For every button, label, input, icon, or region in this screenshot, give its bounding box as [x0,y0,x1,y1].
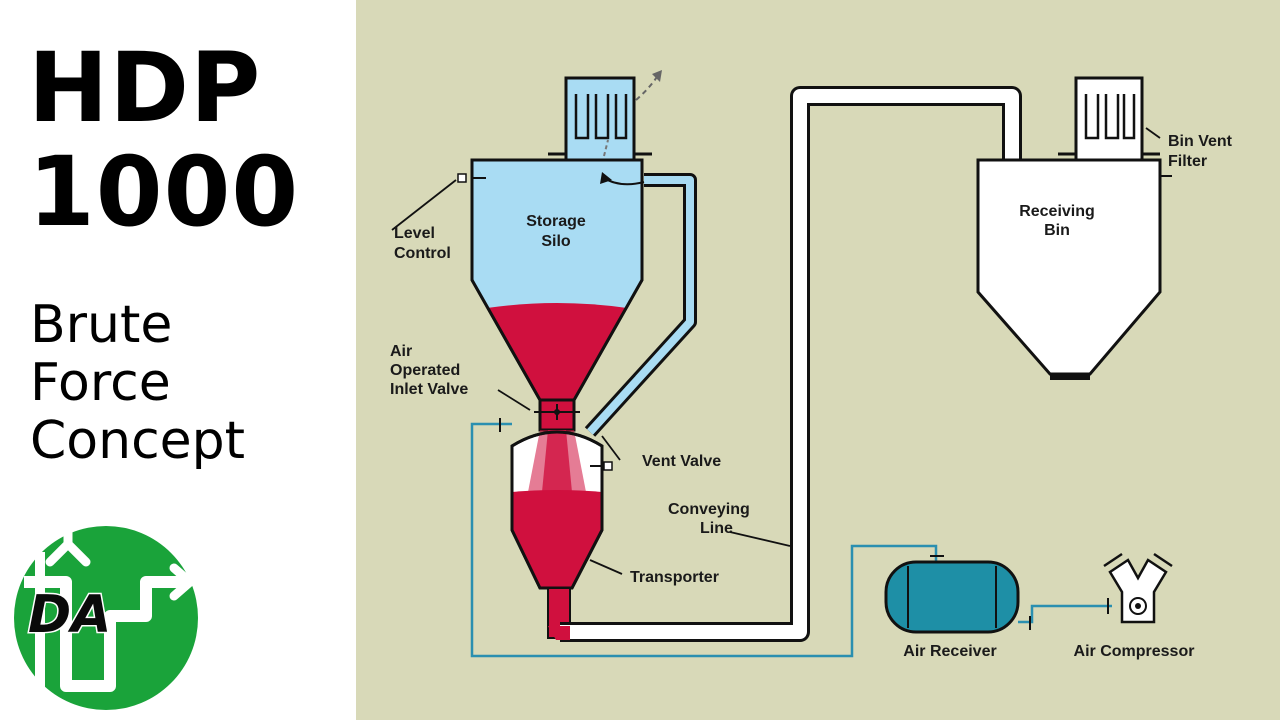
logo-arrow-right [169,563,197,601]
air-receiver-label: Air Receiver [903,643,996,660]
title-panel: HDP 1000 Brute Force Concept DA [0,0,356,720]
subtitle-line-3: Concept [30,411,246,471]
air-compressor-label: Air Compressor [1074,643,1195,660]
silo-vent-filter [548,70,662,162]
inlet-valve-label-1: Air [390,343,412,360]
level-control-label-2: Control [394,245,451,262]
transporter-label: Transporter [630,569,719,586]
logo-pipe [24,576,186,692]
conveying-line-label-2: Line [700,520,733,537]
leader-lines [391,127,1161,575]
inlet-valve-label-2: Operated [390,362,460,379]
transporter [510,430,604,639]
logo-arrow-down [45,527,91,567]
conveying-line [560,89,1019,639]
conveying-diagram: Storage Silo Level Control Air Operated … [390,70,1233,660]
level-control-sensor [457,173,486,183]
conveying-line-label-1: Conveying [668,501,750,518]
inlet-valve-label-3: Inlet Valve [390,381,468,398]
da-logo: DA [14,526,198,710]
title-line-2: 1000 [28,136,300,248]
logo-text: DA [28,585,111,645]
level-control-label-1: Level [394,225,435,242]
storage-silo-label-1: Storage [526,213,586,230]
receiving-bin-label-1: Receiving [1019,203,1095,220]
inlet-valve [534,404,580,420]
silo-material [487,303,627,400]
diagram-panel: Storage Silo Level Control Air Operated … [356,0,1280,720]
subtitle-line-1: Brute [30,295,173,355]
receiving-bin-label-2: Bin [1044,222,1070,239]
air-compressor-icon [1103,552,1173,624]
subtitle-line-2: Force [30,353,171,413]
transporter-level-sensor [590,461,613,471]
bin-vent-filter-label-2: Filter [1168,153,1207,170]
storage-silo [470,158,644,432]
title-line-1: HDP [28,32,262,144]
vent-line [587,176,694,435]
bin-vent-filter-label-1: Bin Vent [1168,133,1233,150]
receiving-bin [976,76,1172,380]
compressor-line [1018,604,1112,624]
vent-valve-label: Vent Valve [642,453,721,470]
storage-silo-label-2: Silo [541,233,571,250]
exhaust-arrow [635,71,661,101]
air-receiver [884,555,1020,634]
air-line [470,422,938,658]
